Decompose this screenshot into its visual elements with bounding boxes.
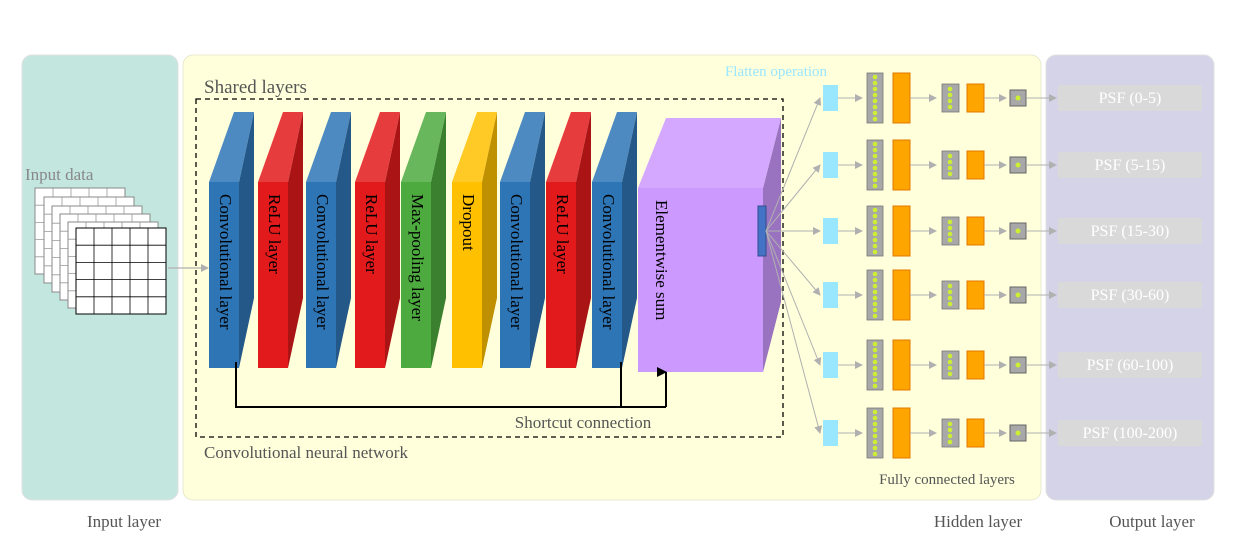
fc-node-column-2	[941, 83, 960, 113]
conv-layer-1: Convolutional layer	[209, 112, 254, 368]
fc-branch	[765, 139, 1057, 232]
input-layer-label: Input layer	[87, 512, 161, 531]
shortcut-connection	[235, 362, 667, 408]
fc-dense-block	[892, 339, 911, 391]
output-psf-box: PSF (5-15)	[1058, 152, 1202, 178]
flatten-block	[823, 152, 838, 178]
fc-node-column-2	[941, 350, 960, 380]
fc-node-column-2	[941, 150, 960, 180]
fc-dense-block-2	[966, 418, 985, 448]
fc-dense-block-2	[966, 150, 985, 180]
fc-node-column	[866, 139, 884, 191]
cnn-layers: Convolutional layer ReLU layer Convolution…	[209, 112, 781, 372]
fc-dense-block	[892, 407, 911, 459]
conv-layer-4-label: Convolutional layer	[599, 194, 618, 330]
flatten-vector	[757, 205, 767, 257]
flatten-block	[823, 218, 838, 244]
fc-dense-block-2	[966, 83, 985, 113]
relu-layer-3-label: ReLU layer	[553, 194, 572, 274]
relu-layer-2-label: ReLU layer	[362, 194, 381, 274]
output-psf-label: PSF (30-60)	[1091, 287, 1170, 304]
output-layer-label: Output layer	[1109, 512, 1195, 531]
fc-node-column	[866, 72, 884, 124]
dropout-layer-label: Dropout	[459, 194, 478, 251]
conv-layer-3: Convolutional layer	[500, 112, 545, 368]
output-psf-label: PSF (0-5)	[1099, 90, 1162, 107]
fc-branch	[766, 205, 1057, 257]
relu-layer-3: ReLU layer	[546, 112, 591, 368]
elementwise-sum-layer-label: Elementwise sum	[652, 200, 671, 320]
fc-label: Fully connected layers	[879, 472, 1015, 488]
input-grid	[75, 227, 167, 315]
conv-layer-2-label: Convolutional layer	[313, 194, 332, 330]
input-data-stack	[34, 187, 167, 315]
dropout-layer: Dropout	[452, 112, 497, 368]
cnn-dashed-box	[195, 98, 784, 438]
fc-dense-block	[892, 269, 911, 321]
fc-branch	[765, 230, 1057, 391]
fc-node-column-2	[941, 280, 960, 310]
fc-node-column	[866, 269, 884, 321]
output-psf-box: PSF (100-200)	[1058, 420, 1202, 446]
fc-node-column-2	[941, 216, 960, 246]
fc-node-column	[866, 339, 884, 391]
fc-dense-block	[892, 139, 911, 191]
input-data-label: Input data	[25, 165, 94, 184]
maxpool-layer-label: Max-pooling layer	[408, 194, 427, 321]
fc-node-column	[866, 205, 884, 257]
fc-dense-block-2	[966, 350, 985, 380]
relu-layer-1-label: ReLU layer	[265, 194, 284, 274]
shortcut-label: Shortcut connection	[515, 413, 652, 432]
output-psf-box: PSF (15-30)	[1058, 218, 1202, 244]
flatten-block	[823, 352, 838, 378]
fc-dense-block	[892, 205, 911, 257]
output-psf-box: PSF (30-60)	[1058, 282, 1202, 308]
fc-node-column	[866, 407, 884, 459]
fc-branch	[765, 230, 1057, 321]
fc-node-column-2	[941, 418, 960, 448]
output-psf-label: PSF (5-15)	[1095, 157, 1166, 174]
conv-layer-2: Convolutional layer	[306, 112, 351, 368]
shared-layers-label: Shared layers	[204, 77, 307, 98]
relu-layer-1: ReLU layer	[258, 112, 303, 368]
fc-dense-block-2	[966, 216, 985, 246]
flatten-block	[823, 282, 838, 308]
fc-branch	[765, 72, 1057, 232]
conv-layer-4: Convolutional layer	[592, 112, 637, 368]
maxpool-layer: Max-pooling layer	[401, 112, 446, 368]
flatten-block	[823, 420, 838, 446]
output-psf-label: PSF (100-200)	[1083, 425, 1178, 442]
fc-branches	[765, 72, 1057, 459]
relu-layer-2: ReLU layer	[355, 112, 400, 368]
output-psf-label: PSF (15-30)	[1091, 223, 1170, 240]
output-boxes: PSF (0-5) PSF (5-15) PSF (15-30) PSF (30-60…	[1058, 85, 1202, 446]
fc-dense-block-2	[966, 280, 985, 310]
fc-branch	[765, 230, 1057, 459]
flatten-block	[823, 85, 838, 111]
flatten-label: Flatten operation	[725, 64, 828, 80]
output-psf-label: PSF (60-100)	[1087, 357, 1174, 374]
fc-dense-block	[892, 72, 911, 124]
elementwise-sum-layer: Elementwise sum	[638, 118, 781, 372]
conv-layer-3-label: Convolutional layer	[507, 194, 526, 330]
output-psf-box: PSF (0-5)	[1058, 85, 1202, 111]
conv-layer-1-label: Convolutional layer	[216, 194, 235, 330]
output-psf-box: PSF (60-100)	[1058, 352, 1202, 378]
cnn-label: Convolutional neural network	[204, 443, 408, 462]
hidden-layer-label: Hidden layer	[934, 512, 1023, 531]
